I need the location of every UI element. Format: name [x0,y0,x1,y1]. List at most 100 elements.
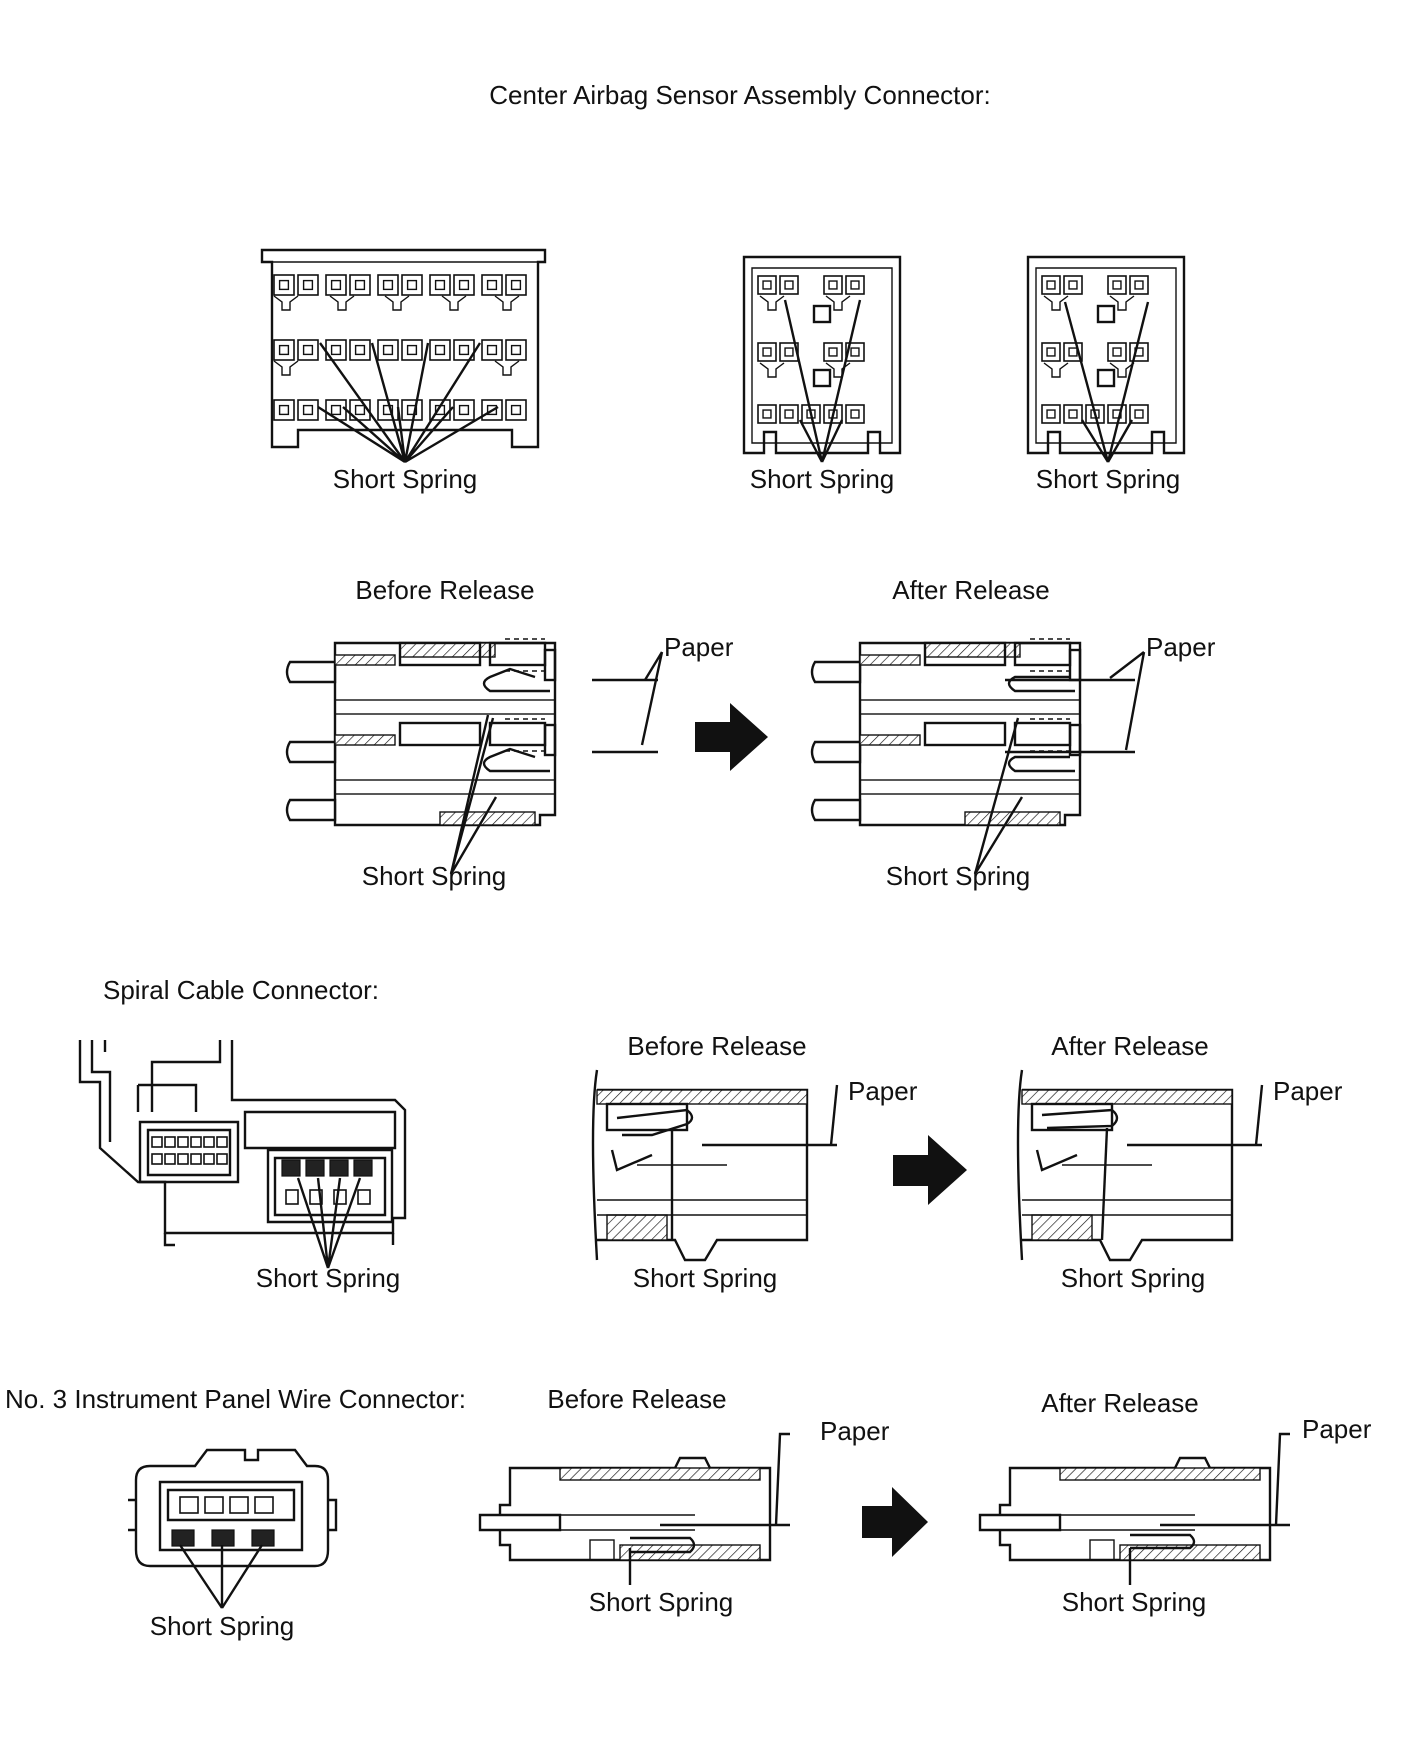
terminal-chamber [605,1102,689,1132]
pin-cavity-inner [1068,409,1078,419]
terminal-chamber [1030,1102,1114,1132]
center-release-arrow [695,703,768,771]
pin-cavity [429,274,451,296]
spiral-after-release-label: After Release [1051,1031,1209,1061]
pin-cavity [254,1496,274,1514]
pin-cavity [757,342,777,362]
housing-wall [1021,1089,1233,1105]
lock-lance [1089,1539,1115,1561]
housing-wall [1059,1467,1261,1481]
pin-cavity [505,399,527,421]
no3-after-release-section [978,1432,1290,1585]
pin-cavity [297,339,319,361]
pin-cavity [1129,404,1149,424]
terminal-lock [1013,721,1072,747]
housing-rib [1022,1199,1232,1216]
short-spring-contact [329,1159,349,1177]
lock-lance [610,1149,653,1172]
pin-cavity-inner [382,279,394,291]
pin-cavity-inner [762,280,772,290]
pin-cavity-inner [784,409,794,419]
paper-label-spiral-before: Paper [848,1076,918,1106]
terminal-wall [334,734,396,746]
pin-latch [759,362,785,378]
short-spring-label-c3: Short Spring [1036,464,1181,494]
break-line [591,1069,599,1261]
pin-cavity [377,274,399,296]
pin-cavity-inner [1112,280,1122,290]
pin-cavity [779,275,799,295]
lock-lance [1035,1149,1078,1172]
housing-rib [597,1199,807,1216]
center-large-leader-lines [317,342,499,464]
no3-connector-pins [171,1496,275,1547]
pin-cavity-inner [762,347,772,357]
housing-wall [439,811,536,826]
pin-cavity [151,1136,163,1148]
pin-cavity-inner [510,404,522,416]
short-spring-label-no3-before: Short Spring [589,1587,734,1617]
pin-cavity-inner [278,279,290,291]
short-spring-label-spiral-after: Short Spring [1061,1263,1206,1293]
terminal-body [560,1514,695,1531]
pin-cavity [401,274,423,296]
pin-cavity-inner [406,404,418,416]
short-spring [1007,755,1075,773]
pin-cavity [1041,342,1061,362]
pin-cavity-inner [302,279,314,291]
pin-cavity-inner [850,280,860,290]
terminal-body [923,641,1007,667]
short-spring-label-c2: Short Spring [750,464,895,494]
pin-cavity [845,404,865,424]
pin-cavity-inner [784,347,794,357]
center-after-paper [1005,651,1146,754]
pin-cavity-inner [434,344,446,356]
pin-cavity [1129,275,1149,295]
connector-housing [998,1456,1272,1562]
pin-cavity [1063,404,1083,424]
housing-rib [859,699,1081,715]
pin-cavity-inner [1134,409,1144,419]
center-before-release-section [285,638,557,827]
short-spring-label-center-after: Short Spring [886,861,1031,891]
pin-latch [1043,295,1069,311]
pin-cavity-inner [278,404,290,416]
no3-connector [128,1448,338,1568]
center-medium-b-leader-lines [1063,301,1150,463]
short-spring-contact [171,1529,195,1547]
terminal-lock [1013,641,1072,667]
short-spring [1007,675,1075,693]
connector-housing [498,1456,772,1562]
pin-cavity [164,1136,176,1148]
short-spring [482,667,550,693]
pin-cavity-inner [354,279,366,291]
paper-leader [1254,1084,1264,1146]
pin-cavity [229,1496,249,1514]
pin-cavity [297,399,319,421]
center-medium-a-leader-lines [783,299,862,463]
pin-cavity [203,1136,215,1148]
terminal-body [923,721,1007,747]
no3-after-release-label: After Release [1041,1388,1199,1418]
pin-cavity-inner [354,344,366,356]
wire-terminal [810,798,862,822]
connector-housing [333,641,557,827]
pin-cavity [179,1496,199,1514]
pin-cavity-inner [330,404,342,416]
paper-label-center-before: Paper [664,632,734,662]
pin-cavity [823,275,843,295]
paper-leader [829,1084,839,1146]
pin-cavity [505,339,527,361]
paper-label-no3-before: Paper [820,1416,890,1446]
pin-cavity-inner [406,344,418,356]
short-spring-contact [211,1529,235,1547]
pin-cavity [190,1136,202,1148]
connector-housing [858,641,1082,827]
terminal-lock [488,721,547,747]
pin-cavity-inner [510,344,522,356]
short-spring [482,747,550,773]
pin-latch [273,360,299,376]
terminal-body [398,641,482,667]
pin-cavity-inner [1046,280,1056,290]
